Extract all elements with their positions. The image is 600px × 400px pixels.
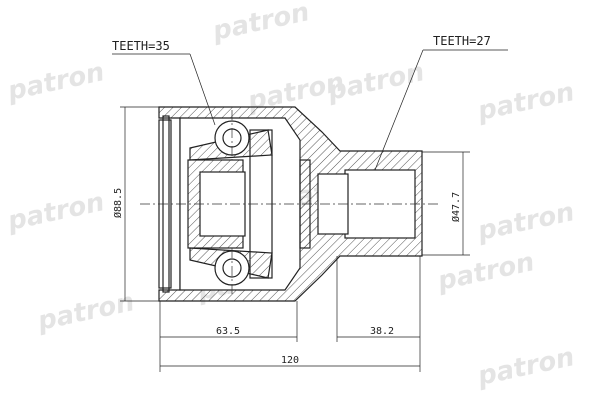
centerlines xyxy=(140,110,438,295)
watermark-logo: patron xyxy=(474,342,577,392)
teeth-outer-label: TEETH=27 xyxy=(433,34,491,48)
roller-lower-inner xyxy=(222,258,242,278)
total-length-dim: 120 xyxy=(281,355,299,366)
outer-diameter-dim: Ø88.5 xyxy=(112,188,124,218)
dimension-lines xyxy=(112,49,508,372)
watermark-logo: patron xyxy=(34,287,137,337)
watermark-logo: patron xyxy=(4,187,107,237)
watermark-logo: patron xyxy=(209,0,312,47)
stem-diameter-dim: Ø47.7 xyxy=(450,192,462,222)
watermark-logo: patron xyxy=(474,197,577,247)
watermark-logo: patron xyxy=(474,77,577,127)
housing-length-dim: 63.5 xyxy=(216,326,240,337)
stem-length-dim: 38.2 xyxy=(370,326,394,337)
watermark-logo: patron xyxy=(4,57,107,107)
teeth-inner-label: TEETH=35 xyxy=(112,39,170,53)
